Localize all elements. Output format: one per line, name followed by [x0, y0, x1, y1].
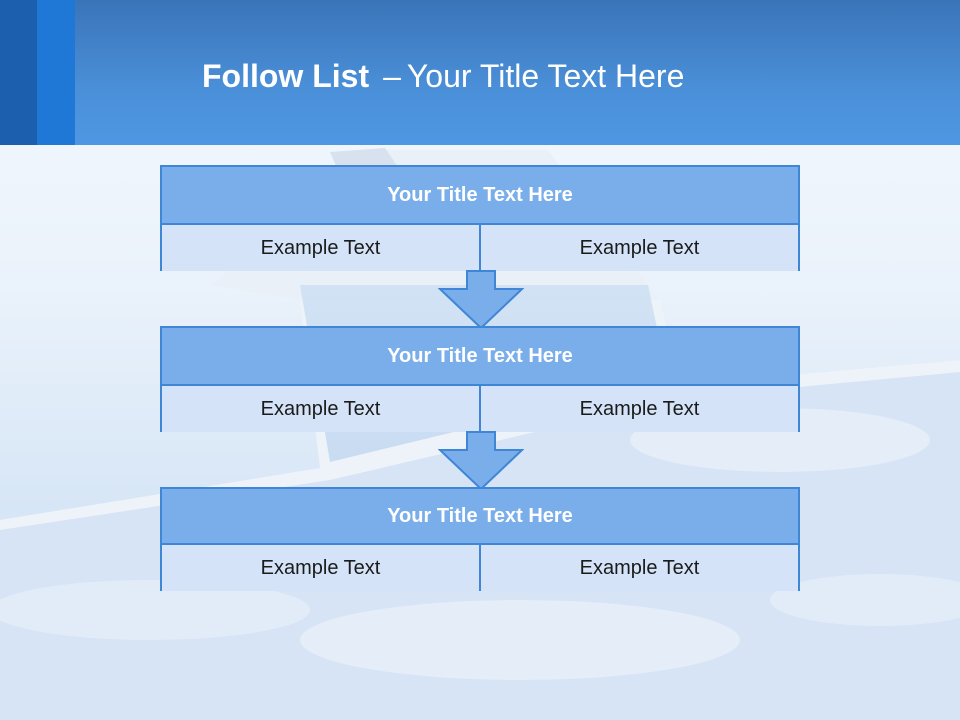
flow-step-title: Your Title Text Here [162, 328, 798, 386]
header-accent-stripe [0, 0, 37, 145]
slide-title: Follow List–Your Title Text Here [202, 56, 684, 96]
header-accent-stripe [37, 0, 75, 145]
flow-step-right-cell: Example Text [479, 225, 798, 271]
flow-step-right-cell: Example Text [479, 386, 798, 432]
flow-step-3: Your Title Text Here Example Text Exampl… [160, 487, 800, 591]
flow-step-left-cell: Example Text [162, 545, 479, 591]
header-band: Follow List–Your Title Text Here [0, 0, 960, 145]
flow-step-right-cell: Example Text [479, 545, 798, 591]
down-arrow-icon [438, 431, 524, 491]
down-arrow-icon [438, 270, 524, 330]
flow-step-2: Your Title Text Here Example Text Exampl… [160, 326, 800, 432]
flow-step-left-cell: Example Text [162, 386, 479, 432]
flow-step-title: Your Title Text Here [162, 489, 798, 545]
slide-title-bold: Follow List [202, 58, 370, 94]
flow-step-left-cell: Example Text [162, 225, 479, 271]
slide-title-text: Your Title Text Here [406, 58, 685, 94]
flow-step-title: Your Title Text Here [162, 167, 798, 225]
flow-step-1: Your Title Text Here Example Text Exampl… [160, 165, 800, 271]
slide-title-separator: – [383, 58, 401, 94]
